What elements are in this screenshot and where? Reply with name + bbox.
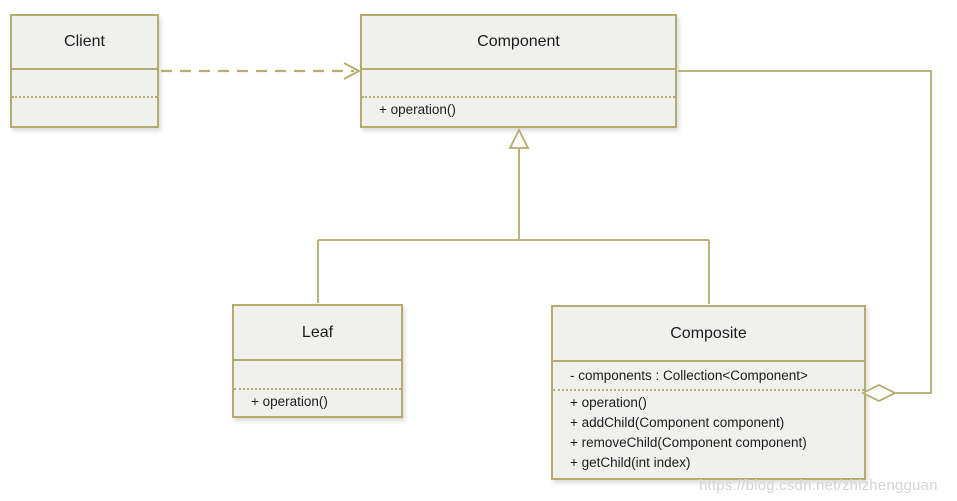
method-operation: + operation(): [570, 395, 647, 410]
component-attributes-compartment: [362, 70, 675, 98]
class-box-component[interactable]: Component + operation(): [360, 14, 677, 128]
composite-methods-compartment: + operation() + addChild(Component compo…: [553, 391, 864, 478]
method-operation: + operation(): [251, 394, 328, 409]
client-methods-compartment: [12, 98, 157, 126]
hollow-triangle-icon: [508, 127, 530, 149]
class-name-component: Component: [362, 16, 675, 70]
open-arrowhead-icon: [343, 62, 362, 80]
watermark-url: https://blog.csdn.net/zhizhengguan: [699, 477, 938, 494]
method-add-child: + addChild(Component component): [570, 415, 785, 430]
leaf-methods-compartment: + operation(): [234, 390, 401, 416]
method-get-child: + getChild(int index): [570, 455, 691, 470]
client-attributes-compartment: [12, 70, 157, 98]
hollow-diamond-icon: [860, 383, 898, 403]
method-remove-child: + removeChild(Component component): [570, 435, 807, 450]
component-methods-compartment: + operation(): [362, 98, 675, 126]
class-name-composite: Composite: [553, 307, 864, 362]
leaf-attributes-compartment: [234, 361, 401, 390]
class-name-leaf: Leaf: [234, 306, 401, 361]
class-name-client: Client: [12, 16, 157, 70]
class-box-composite[interactable]: Composite - components : Collection<Comp…: [551, 305, 866, 480]
class-box-client[interactable]: Client: [10, 14, 159, 128]
method-operation: + operation(): [379, 102, 456, 117]
class-box-leaf[interactable]: Leaf + operation(): [232, 304, 403, 418]
generalization-lines: [317, 127, 710, 304]
composite-attributes-compartment: - components : Collection<Component>: [553, 362, 864, 391]
dependency-client-to-component: [161, 62, 362, 80]
attribute-components: - components : Collection<Component>: [570, 368, 808, 383]
